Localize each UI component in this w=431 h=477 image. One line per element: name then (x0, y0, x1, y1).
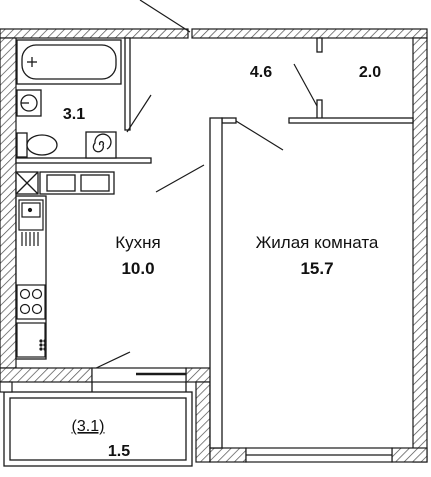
bathtub (16, 39, 122, 85)
wall-top-right (191, 28, 428, 39)
wall-balcony-right (195, 381, 211, 463)
partition-living-top (288, 117, 414, 124)
boiler (85, 131, 117, 159)
kitchen-area: 10.0 (121, 259, 154, 278)
bathroom-area: 3.1 (63, 106, 85, 123)
balcony-area: 1.5 (108, 443, 130, 460)
wall-right (412, 37, 428, 463)
closet-area: 2.0 (359, 64, 381, 81)
refrigerator (16, 322, 47, 358)
partition-kitchen-living (209, 117, 223, 449)
balcony (3, 382, 193, 467)
hall-area: 4.6 (250, 64, 272, 81)
toilet (16, 132, 58, 158)
interior-walls (15, 37, 414, 449)
partition-living-top-stub (221, 117, 237, 124)
sink (16, 89, 42, 117)
room-labels: 3.1 4.6 2.0 Кухня 10.0 Жилая комната 15.… (63, 64, 381, 460)
kitchen-name: Кухня (115, 233, 161, 252)
stove (16, 284, 46, 320)
living-room-area: 15.7 (300, 259, 333, 278)
partition-bath-bottom (15, 157, 152, 164)
balcony-alt-area: (3.1) (72, 418, 105, 435)
living-window (245, 447, 393, 463)
kitchen-window (91, 367, 187, 383)
kitchen-cabinets-top (15, 171, 115, 195)
exterior-walls (0, 28, 428, 463)
wall-top-left (0, 28, 189, 39)
balcony-side-bracket (0, 381, 13, 393)
wall-bottom-living-right (391, 447, 428, 463)
wall-left (0, 37, 17, 369)
partition-closet-upper (316, 37, 323, 53)
partition-bath-right (124, 37, 131, 131)
living-room-name: Жилая комната (256, 233, 379, 252)
partition-closet-lower (316, 99, 323, 121)
door-swings (91, 0, 318, 371)
wall-bottom-living-left (209, 447, 247, 463)
kitchen-sink (18, 199, 44, 246)
wall-bottom-kitchen-left (0, 367, 93, 383)
